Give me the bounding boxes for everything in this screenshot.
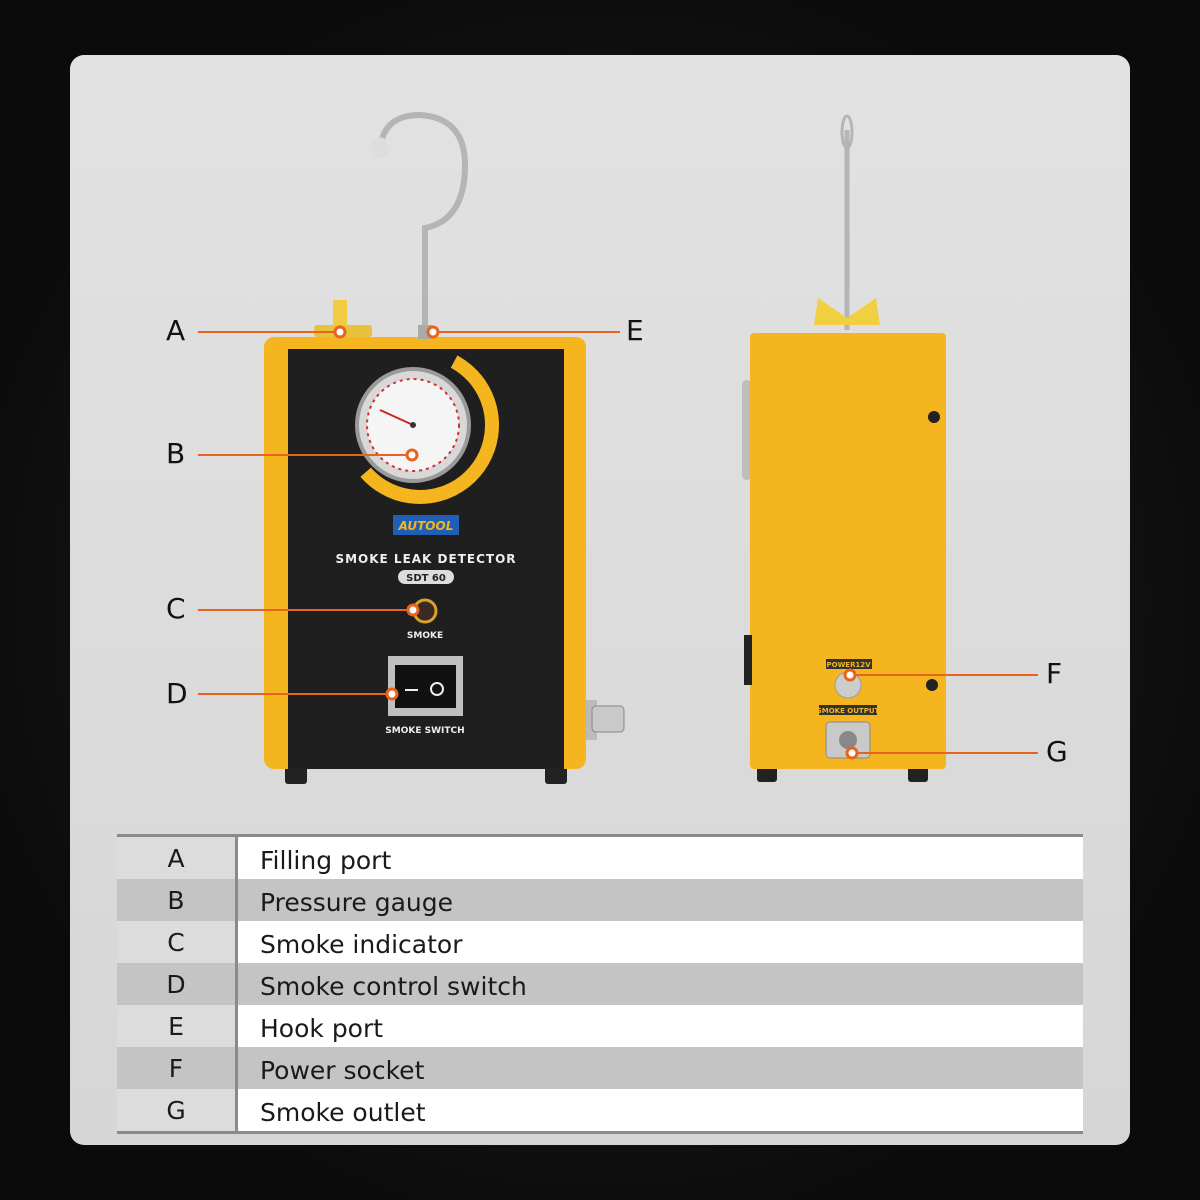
callout-f: F [1046,657,1063,690]
callout-e: E [626,314,644,347]
smoke-outlet-fitting [591,705,625,733]
callout-d: D [166,677,188,710]
legend-letter: E [117,1005,238,1047]
legend-description: Power socket [236,1047,1083,1089]
front-view: AUTOOL SMOKE LEAK DETECTOR SDT 60 SMOKE … [264,111,625,784]
legend-description: Hook port [236,1005,1083,1047]
callout-c: C [166,592,186,625]
legend-description: Pressure gauge [236,879,1083,921]
legend-letter: B [117,879,238,921]
power-label: POWER [827,661,857,669]
legend-description: Filling port [236,835,1083,879]
side-view: POWER 12V SMOKE OUTPUT [742,114,946,782]
product-name: SMOKE LEAK DETECTOR [335,552,516,566]
legend-letter: G [117,1089,238,1133]
callout-a: A [166,314,186,347]
legend-letter: A [117,835,238,879]
model-badge: SDT 60 [406,573,446,584]
legend-letter: D [117,963,238,1005]
legend-description: Smoke outlet [236,1089,1083,1133]
hook [377,111,469,325]
smoke-indicator-label: SMOKE [407,631,443,641]
callout-lines [198,325,1038,760]
side-body [750,333,946,769]
callout-g: G [1046,735,1068,768]
power-voltage: 12V [855,661,871,669]
legend-description: Smoke control switch [236,963,1083,1005]
legend-letter: F [117,1047,238,1089]
smoke-output-label: SMOKE OUTPUT [817,707,880,715]
smoke-switch-label: SMOKE SWITCH [385,726,464,736]
brand-logo: AUTOOL [398,519,454,533]
legend-letter: C [117,921,238,963]
legend-description: Smoke indicator [236,921,1083,963]
callout-b: B [166,437,186,470]
brand-badge [393,515,459,535]
